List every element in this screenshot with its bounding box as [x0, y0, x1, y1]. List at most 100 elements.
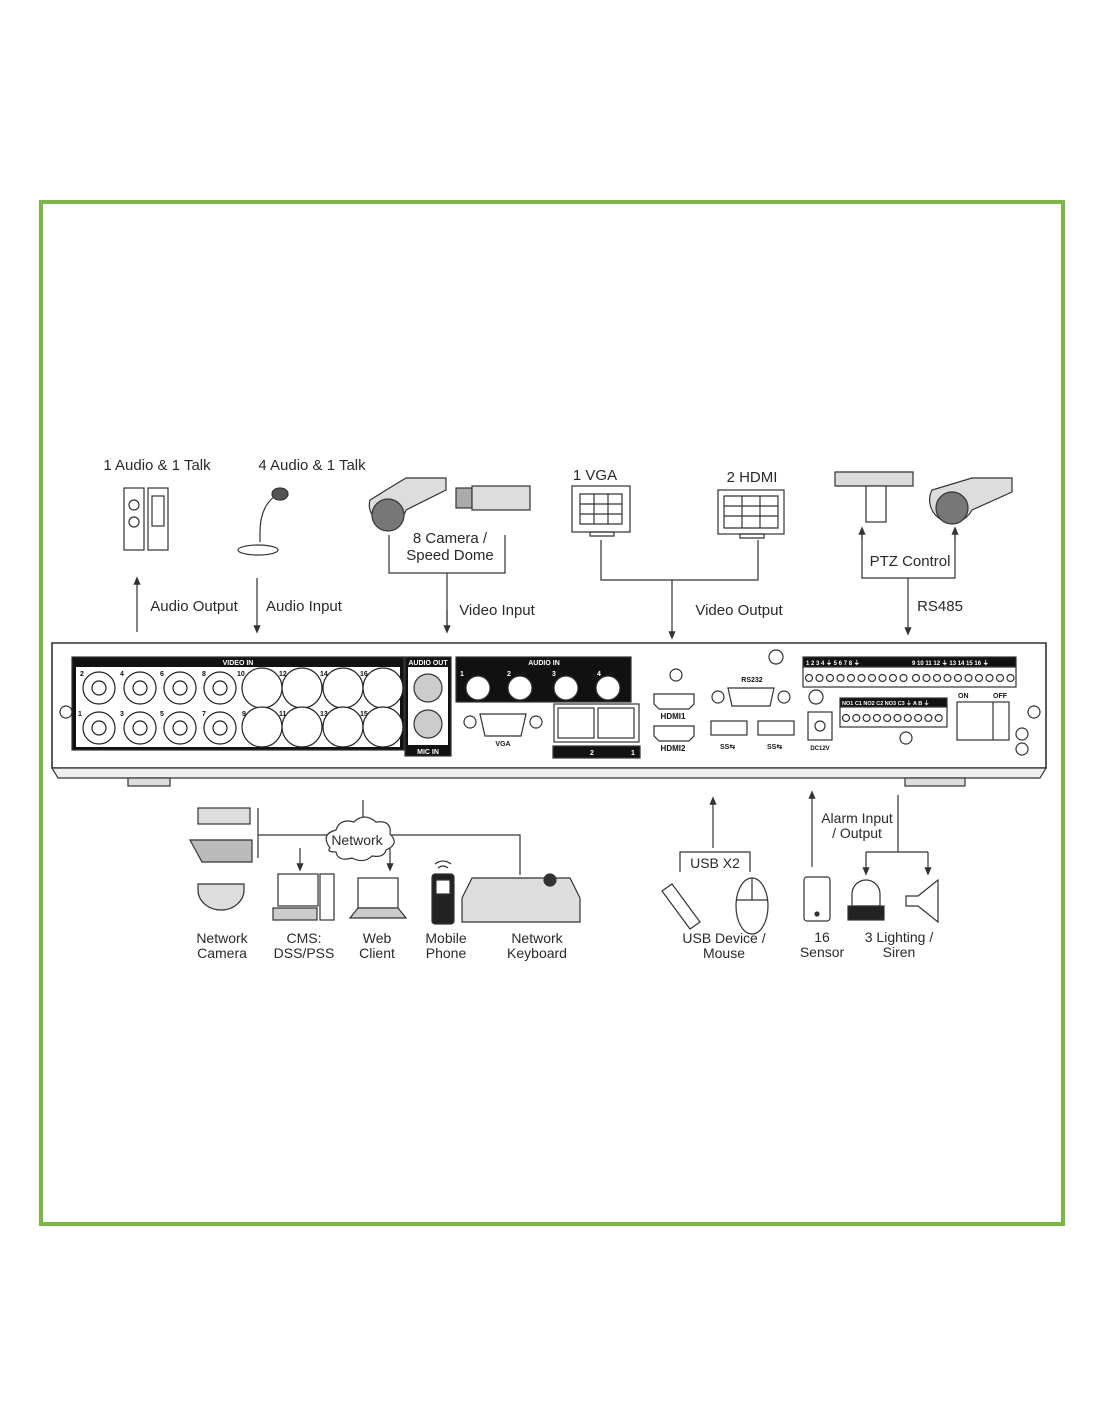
terminal-screw	[903, 713, 912, 723]
diagram-frame	[39, 200, 1065, 1226]
port-number: 4	[597, 671, 601, 678]
terminal-screw	[985, 673, 994, 683]
port-number: 3	[552, 671, 556, 678]
alarm-in-row-2: 9 10 11 12 ⏚ 13 14 15 16 ⏚	[912, 660, 989, 667]
network-camera-label-1: Network	[196, 930, 248, 946]
terminal-screw	[943, 673, 952, 683]
terminal-screw	[995, 673, 1005, 683]
lan1-label: 1	[631, 750, 635, 757]
web-client-label-1: Web	[362, 930, 392, 946]
usb-stick-icon	[661, 883, 701, 930]
speed-dome-camera-icon	[368, 477, 447, 532]
mic-in-label: MIC IN	[417, 749, 439, 756]
laptop-icon	[348, 877, 408, 919]
port-number: 11	[279, 711, 287, 718]
hdmi-output-label: 2 HDMI	[726, 469, 778, 486]
port-number: 3	[120, 711, 124, 718]
mobile-phone-icon	[431, 860, 455, 925]
port-number: 14	[320, 671, 328, 678]
mouse-icon	[735, 877, 769, 935]
port-number: 10	[237, 671, 245, 678]
audio-talk-1-label: 1 Audio & 1 Talk	[103, 457, 211, 474]
terminal-screw	[964, 673, 973, 683]
network-keyboard-label-2: Keyboard	[507, 945, 567, 961]
dvr-rear-panel: VIDEO IN 2 4 6 8 10 12 14 16 1 3 5 7 9 1…	[50, 642, 1048, 787]
cms-computer-icon	[272, 873, 335, 921]
audio-output-label: Audio Output	[150, 598, 238, 615]
port-number: 1	[460, 671, 464, 678]
power-off-label: OFF	[993, 693, 1008, 700]
terminal-screw	[893, 713, 902, 723]
rs485-label: RS485	[917, 598, 963, 615]
port-number: 1	[78, 711, 82, 718]
network-camera-icons	[188, 807, 253, 911]
audio-in-label: AUDIO IN	[528, 660, 560, 667]
port-number: 6	[160, 671, 164, 678]
microphone-icon	[237, 487, 289, 556]
port-number: 5	[160, 711, 164, 718]
port-number: 8	[202, 671, 206, 678]
vga-label: VGA	[495, 741, 510, 748]
terminal-screw	[888, 673, 898, 683]
sensor-label-1: 16	[814, 929, 830, 945]
terminal-screw	[883, 713, 892, 723]
sensor-label-2: Sensor	[799, 944, 845, 960]
terminal-screw	[911, 673, 921, 683]
terminal-screw	[867, 673, 877, 683]
terminal-screw	[857, 673, 866, 683]
alarm-in-row-1: 1 2 3 4 ⏚ 5 6 7 8 ⏚	[806, 660, 860, 667]
hdmi-monitor-icon	[717, 489, 785, 539]
usb-x2-label: USB X2	[690, 855, 740, 871]
vga-output-label: 1 VGA	[572, 467, 618, 484]
ground-icon	[1015, 727, 1029, 741]
vga-monitor-icon	[571, 485, 631, 537]
terminal-screw	[846, 673, 856, 683]
terminal-screw	[932, 673, 942, 683]
camera-label-2: Speed Dome	[406, 547, 494, 564]
audio-input-label: Audio Input	[266, 598, 342, 615]
audio-talk-4-label: 4 Audio & 1 Talk	[258, 457, 366, 474]
port-number: 16	[360, 671, 368, 678]
port-number: 2	[507, 671, 511, 678]
usb2-label: SS⇆	[767, 743, 782, 751]
lan2-label: 2	[590, 750, 594, 757]
port-number: 4	[120, 671, 124, 678]
ptz-camera-icon	[834, 471, 1013, 525]
terminal-screw	[878, 673, 887, 683]
terminal-screw	[974, 673, 984, 683]
video-in-label: VIDEO IN	[223, 660, 254, 667]
network-cloud-icon	[325, 816, 395, 862]
terminal-screw	[804, 673, 814, 683]
video-output-label: Video Output	[695, 602, 783, 619]
power-on-label: ON	[958, 693, 969, 700]
video-input-label: Video Input	[459, 602, 535, 619]
terminal-screw	[924, 713, 933, 723]
terminal-screw	[913, 713, 923, 723]
network-keyboard-icon	[461, 873, 581, 923]
rs232-label: RS232	[741, 677, 763, 684]
alarm-io-label-1: Alarm Input	[821, 810, 893, 826]
mobile-phone-label-1: Mobile	[425, 930, 467, 946]
terminal-screw	[934, 713, 943, 723]
terminal-screw	[1006, 673, 1015, 683]
audio-out-label: AUDIO OUT	[408, 660, 448, 667]
sensor-icon	[803, 876, 831, 922]
cms-label-1: CMS:	[286, 930, 322, 946]
terminal-screw	[872, 713, 882, 723]
hdmi1-label: HDMI1	[661, 712, 686, 721]
lighting-icon	[847, 879, 885, 921]
terminal-screw	[841, 713, 851, 723]
network-keyboard-label-1: Network	[511, 930, 563, 946]
camera-label-1: 8 Camera /	[412, 530, 488, 547]
speaker-icon	[123, 487, 169, 551]
terminal-screw	[836, 673, 845, 683]
usb-device-label-2: Mouse	[702, 945, 746, 961]
usb1-label: SS⇆	[720, 743, 735, 751]
web-client-label-2: Client	[359, 945, 395, 961]
usb-device-label-1: USB Device /	[682, 930, 766, 946]
terminal-screw	[922, 673, 931, 683]
port-number: 12	[279, 671, 287, 678]
port-number: 2	[80, 671, 84, 678]
lighting-label-2: Siren	[882, 944, 916, 960]
